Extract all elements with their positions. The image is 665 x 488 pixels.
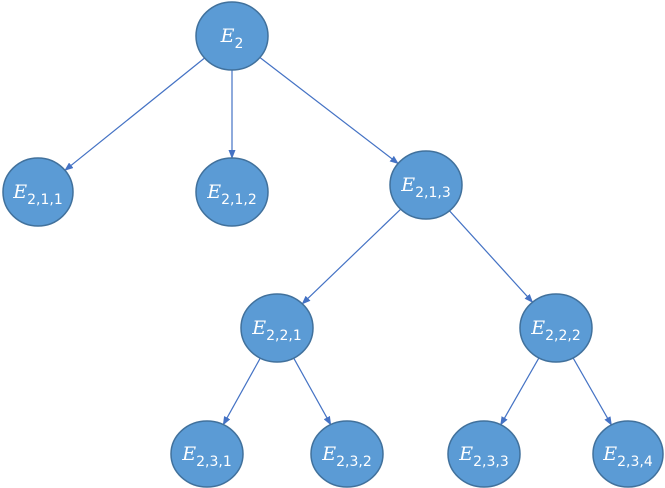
node-label-base: E [181, 443, 196, 465]
node-label: E2,2,1 [251, 317, 302, 344]
edge-E222-E233 [500, 357, 540, 426]
node-label-base: E [220, 25, 235, 47]
node-label: E2,3,2 [321, 443, 372, 470]
node-label: E2,3,1 [181, 443, 232, 470]
node-label-subscript: 2,1,3 [415, 185, 451, 201]
tree-node-E221: E2,2,1 [240, 293, 314, 363]
node-circle [240, 293, 314, 363]
tree-node-E234: E2,3,4 [592, 420, 664, 488]
node-label-base: E [458, 443, 473, 465]
edge-E213-E221 [301, 208, 402, 305]
node-label-subscript: 2,1,1 [27, 192, 63, 208]
node-label: E2,2,2 [530, 317, 581, 344]
node-label-base: E [206, 181, 221, 203]
node-label-subscript: 2,3,1 [196, 454, 232, 470]
node-label-subscript: 2,3,2 [336, 454, 372, 470]
edge-E2-E213 [259, 57, 399, 165]
node-circle [519, 293, 593, 363]
node-circle [170, 420, 244, 488]
tree-node-E2: E2 [195, 1, 269, 71]
node-circle [2, 157, 74, 227]
node-label-base: E [400, 174, 415, 196]
node-label-subscript: 2,3,3 [473, 454, 509, 470]
tree-node-E233: E2,3,3 [447, 420, 521, 488]
node-circle [389, 150, 463, 220]
node-label-subscript: 2,2,2 [545, 328, 581, 344]
node-label: E2,1,2 [206, 181, 257, 208]
edge-E2-E211 [64, 57, 205, 171]
node-label-base: E [321, 443, 336, 465]
node-label-base: E [530, 317, 545, 339]
tree-node-E213: E2,1,3 [389, 150, 463, 220]
node-label: E2,3,4 [602, 443, 653, 470]
edge-E221-E231 [222, 357, 261, 426]
node-circle [310, 420, 384, 488]
node-label: E2,1,3 [400, 174, 451, 201]
edge-E221-E232 [293, 357, 332, 426]
node-label: E2 [220, 25, 244, 52]
node-circle [195, 157, 269, 227]
node-label-subscript: 2,3,4 [617, 454, 653, 470]
edge-E213-E222 [449, 210, 534, 303]
node-label: E2,3,3 [458, 443, 509, 470]
tree-node-E212: E2,1,2 [195, 157, 269, 227]
node-circle [447, 420, 521, 488]
node-label-subscript: 2,2,1 [266, 328, 302, 344]
tree-node-E211: E2,1,1 [2, 157, 74, 227]
node-circle [195, 1, 269, 71]
node-label-base: E [251, 317, 266, 339]
edges-layer [64, 57, 612, 426]
node-label-base: E [12, 181, 27, 203]
node-label-subscript: 2 [234, 36, 243, 52]
tree-node-E222: E2,2,2 [519, 293, 593, 363]
tree-node-E232: E2,3,2 [310, 420, 384, 488]
node-label-subscript: 2,1,2 [221, 192, 257, 208]
node-label-base: E [602, 443, 617, 465]
node-label: E2,1,1 [12, 181, 63, 208]
edge-E222-E234 [572, 357, 612, 426]
tree-node-E231: E2,3,1 [170, 420, 244, 488]
node-circle [592, 420, 664, 488]
